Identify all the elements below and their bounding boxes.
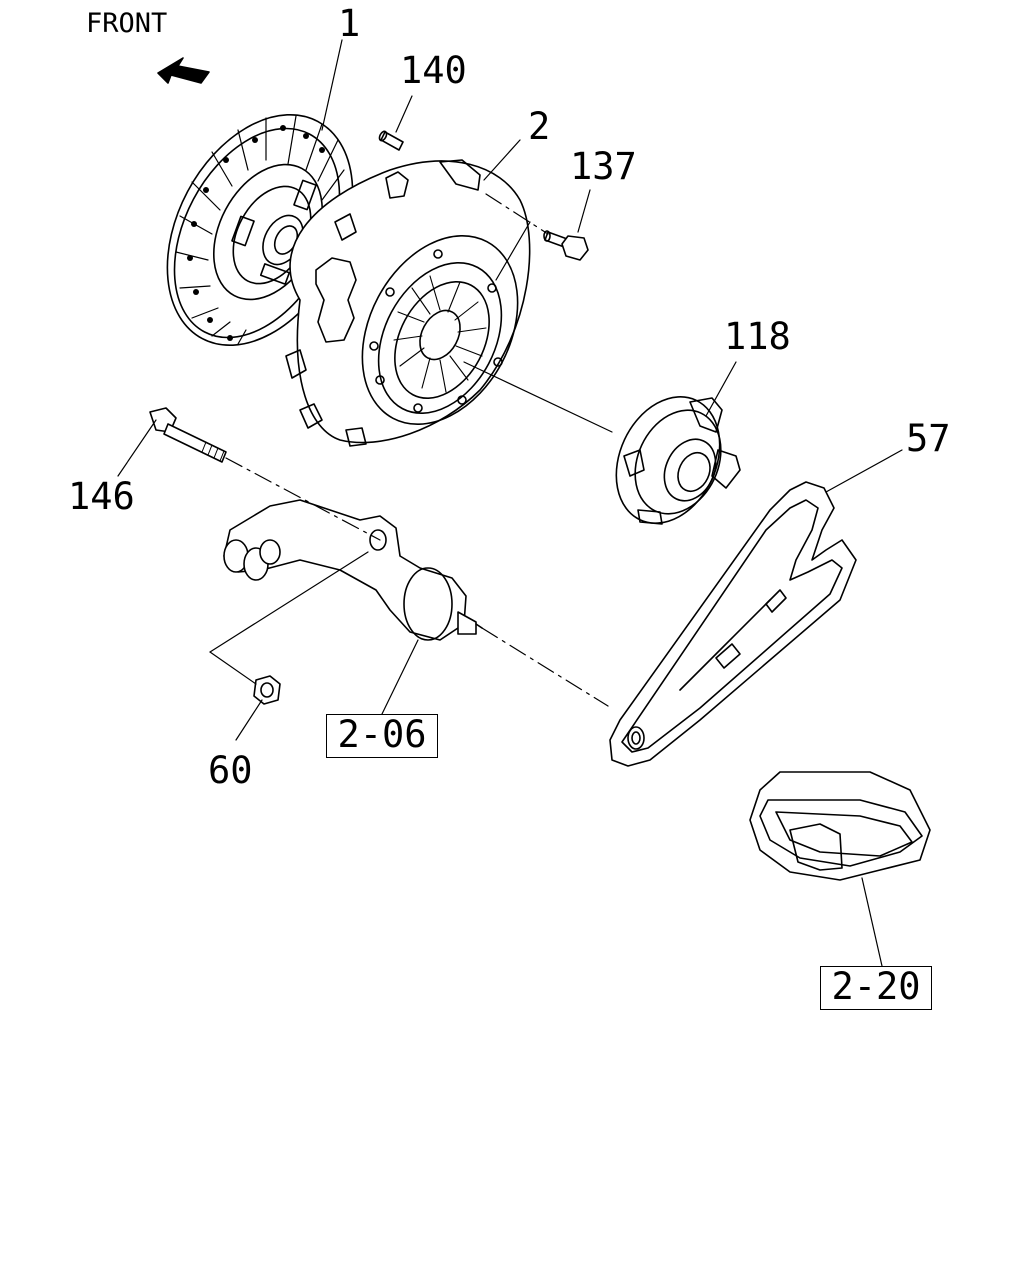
bolt[interactable] xyxy=(544,231,588,260)
ref-box-2-20[interactable]: 2-20 xyxy=(820,966,932,1010)
pressure-plate-cover[interactable] xyxy=(286,160,549,451)
rubber-boot[interactable] xyxy=(750,772,930,880)
callout-137: 137 xyxy=(570,145,637,188)
assembly-axes xyxy=(226,194,608,706)
release-fork[interactable] xyxy=(610,482,856,766)
ref-box-2-06[interactable]: 2-06 xyxy=(326,714,438,758)
callout-57: 57 xyxy=(906,417,951,460)
callout-60: 60 xyxy=(208,749,253,792)
leader-lines xyxy=(118,40,902,966)
dowel-pin[interactable] xyxy=(378,130,403,150)
callout-2: 2 xyxy=(528,105,551,148)
callout-118: 118 xyxy=(724,315,791,358)
front-label: FRONT xyxy=(86,8,168,39)
nut[interactable] xyxy=(254,676,280,704)
long-bolt[interactable] xyxy=(150,408,226,462)
callout-1: 1 xyxy=(338,2,361,45)
slave-cylinder[interactable] xyxy=(224,500,482,640)
release-bearing[interactable] xyxy=(597,380,740,540)
callout-140: 140 xyxy=(400,49,467,92)
callout-146: 146 xyxy=(68,475,135,518)
front-arrow-icon xyxy=(158,58,209,83)
